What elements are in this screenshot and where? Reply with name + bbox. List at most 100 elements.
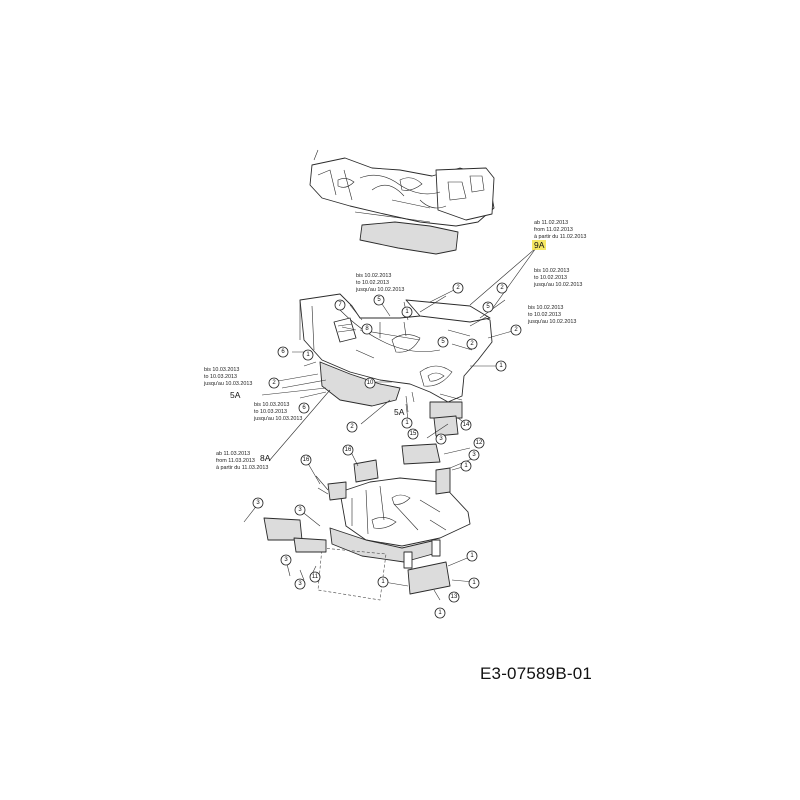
svg-text:to 10.03.2013: to 10.03.2013 bbox=[254, 409, 287, 415]
svg-text:16: 16 bbox=[345, 447, 352, 453]
svg-text:10: 10 bbox=[367, 380, 374, 386]
svg-text:1: 1 bbox=[470, 553, 474, 559]
label-9a-highlight bbox=[532, 240, 546, 250]
drawing-code: E3-07589B-01 bbox=[480, 664, 593, 683]
callout-bubble: 1 bbox=[377, 576, 389, 588]
note-left-5a: bis 10.03.2013 to 10.03.2013 jusqu'au 10… bbox=[203, 367, 252, 387]
callout-bubble: 8 bbox=[361, 323, 373, 335]
callout-bubble: 5 bbox=[373, 294, 385, 306]
callout-bubble: 6 bbox=[298, 402, 310, 414]
label-5a-left: 5A bbox=[230, 390, 241, 400]
svg-text:à partir du 11.03.2013: à partir du 11.03.2013 bbox=[216, 465, 268, 471]
svg-text:5: 5 bbox=[377, 297, 381, 303]
svg-text:3: 3 bbox=[472, 452, 476, 458]
frame-overview-assembly bbox=[309, 149, 495, 255]
svg-text:8: 8 bbox=[365, 326, 369, 332]
note-9a: ab 11.02.2013 from 11.02.2013 à partir d… bbox=[534, 220, 586, 240]
svg-text:7: 7 bbox=[338, 302, 342, 308]
main-chassis-assembly bbox=[299, 293, 493, 419]
svg-text:jusqu'au 10.02.2013: jusqu'au 10.02.2013 bbox=[355, 287, 404, 293]
callout-bubble: 2 bbox=[346, 421, 358, 433]
callout-bubble: 16 bbox=[342, 444, 354, 456]
callout-bubble: 1 bbox=[302, 349, 314, 361]
callout-bubble: 6 bbox=[277, 346, 289, 358]
callout-bubble: 2 bbox=[452, 282, 464, 294]
callout-bubble: 3 bbox=[435, 433, 447, 445]
svg-text:bis 10.02.2013: bis 10.02.2013 bbox=[534, 268, 569, 274]
svg-text:to 10.02.2013: to 10.02.2013 bbox=[528, 312, 561, 318]
callout-bubble: 14 bbox=[460, 419, 472, 431]
svg-text:1: 1 bbox=[472, 580, 476, 586]
svg-text:16: 16 bbox=[303, 457, 310, 463]
svg-text:15: 15 bbox=[410, 431, 417, 437]
svg-text:to 10.03.2013: to 10.03.2013 bbox=[204, 374, 237, 380]
svg-text:jusqu'au 10.03.2013: jusqu'au 10.03.2013 bbox=[203, 381, 252, 387]
lower-frame-assembly bbox=[263, 415, 471, 601]
svg-text:2: 2 bbox=[500, 285, 504, 291]
svg-text:from 11.02.2013: from 11.02.2013 bbox=[534, 227, 573, 233]
svg-text:from 11.03.2013: from 11.03.2013 bbox=[216, 458, 255, 464]
svg-text:1: 1 bbox=[464, 463, 468, 469]
note-top-center: bis 10.02.2013 to 10.02.2013 jusqu'au 10… bbox=[355, 273, 404, 293]
svg-text:14: 14 bbox=[463, 422, 470, 428]
callout-bubble: 1 bbox=[401, 306, 413, 318]
callout-bubble: 1 bbox=[401, 417, 413, 429]
callout-bubble: 3 bbox=[280, 554, 292, 566]
callout-bubble: 2 bbox=[496, 282, 508, 294]
label-9a: 9A bbox=[534, 240, 545, 250]
svg-text:2: 2 bbox=[456, 285, 460, 291]
svg-text:2: 2 bbox=[470, 341, 474, 347]
callout-bubbles: 2 2 5 2 1 2 5 5 7 8 1 6 1 2 10 6 2 1 15 … bbox=[252, 282, 522, 619]
svg-text:bis 10.03.2013: bis 10.03.2013 bbox=[254, 402, 289, 408]
note-right-2: bis 10.02.2013 to 10.02.2013 jusqu'au 10… bbox=[527, 305, 576, 325]
svg-text:jusqu'au 10.02.2013: jusqu'au 10.02.2013 bbox=[533, 282, 582, 288]
svg-text:jusqu'au 10.02.2013: jusqu'au 10.02.2013 bbox=[527, 319, 576, 325]
callout-bubble: 12 bbox=[473, 437, 485, 449]
svg-text:1: 1 bbox=[381, 579, 385, 585]
callout-bubble: 5 bbox=[437, 336, 449, 348]
svg-text:3: 3 bbox=[298, 507, 302, 513]
callout-bubble: 1 bbox=[434, 607, 446, 619]
svg-text:3: 3 bbox=[284, 557, 288, 563]
callout-bubble: 10 bbox=[364, 377, 376, 389]
callout-bubble: 15 bbox=[407, 428, 419, 440]
svg-text:6: 6 bbox=[281, 349, 285, 355]
callout-bubble: 3 bbox=[294, 504, 306, 516]
svg-text:3: 3 bbox=[439, 436, 443, 442]
callout-bubble: 2 bbox=[466, 338, 478, 350]
svg-text:à partir du 11.02.2013: à partir du 11.02.2013 bbox=[534, 234, 586, 240]
svg-text:12: 12 bbox=[476, 440, 483, 446]
svg-text:bis 10.03.2013: bis 10.03.2013 bbox=[204, 367, 239, 373]
callout-bubble: 1 bbox=[495, 360, 507, 372]
callout-bubble: 13 bbox=[448, 591, 460, 603]
callout-bubble: 3 bbox=[468, 449, 480, 461]
note-center-6: bis 10.03.2013 to 10.03.2013 jusqu'au 10… bbox=[253, 402, 302, 422]
callout-bubble: 5 bbox=[482, 301, 494, 313]
callout-bubble: 2 bbox=[268, 377, 280, 389]
svg-text:to 10.02.2013: to 10.02.2013 bbox=[534, 275, 567, 281]
svg-text:5: 5 bbox=[441, 339, 445, 345]
svg-text:5: 5 bbox=[486, 304, 490, 310]
svg-text:2: 2 bbox=[514, 327, 518, 333]
label-8a: 8A bbox=[260, 453, 271, 463]
callout-bubble: 1 bbox=[460, 460, 472, 472]
callout-bubble: 16 bbox=[300, 454, 312, 466]
svg-text:ab 11.02.2013: ab 11.02.2013 bbox=[534, 220, 568, 226]
note-right-1: bis 10.02.2013 to 10.02.2013 jusqu'au 10… bbox=[533, 268, 582, 288]
callout-bubble: 1 bbox=[466, 550, 478, 562]
svg-text:13: 13 bbox=[451, 594, 458, 600]
callout-bubble: 3 bbox=[252, 497, 264, 509]
svg-text:11: 11 bbox=[312, 574, 319, 580]
svg-text:1: 1 bbox=[405, 309, 409, 315]
svg-text:1: 1 bbox=[438, 610, 442, 616]
svg-text:bis 10.02.2013: bis 10.02.2013 bbox=[356, 273, 391, 279]
svg-text:2: 2 bbox=[272, 380, 276, 386]
note-8a: ab 11.03.2013 from 11.03.2013 à partir d… bbox=[216, 451, 268, 471]
svg-text:3: 3 bbox=[256, 500, 260, 506]
callout-bubble: 1 bbox=[468, 577, 480, 589]
svg-text:3: 3 bbox=[298, 581, 302, 587]
svg-text:6: 6 bbox=[302, 405, 306, 411]
callout-bubble: 2 bbox=[510, 324, 522, 336]
svg-text:jusqu'au 10.03.2013: jusqu'au 10.03.2013 bbox=[253, 416, 302, 422]
